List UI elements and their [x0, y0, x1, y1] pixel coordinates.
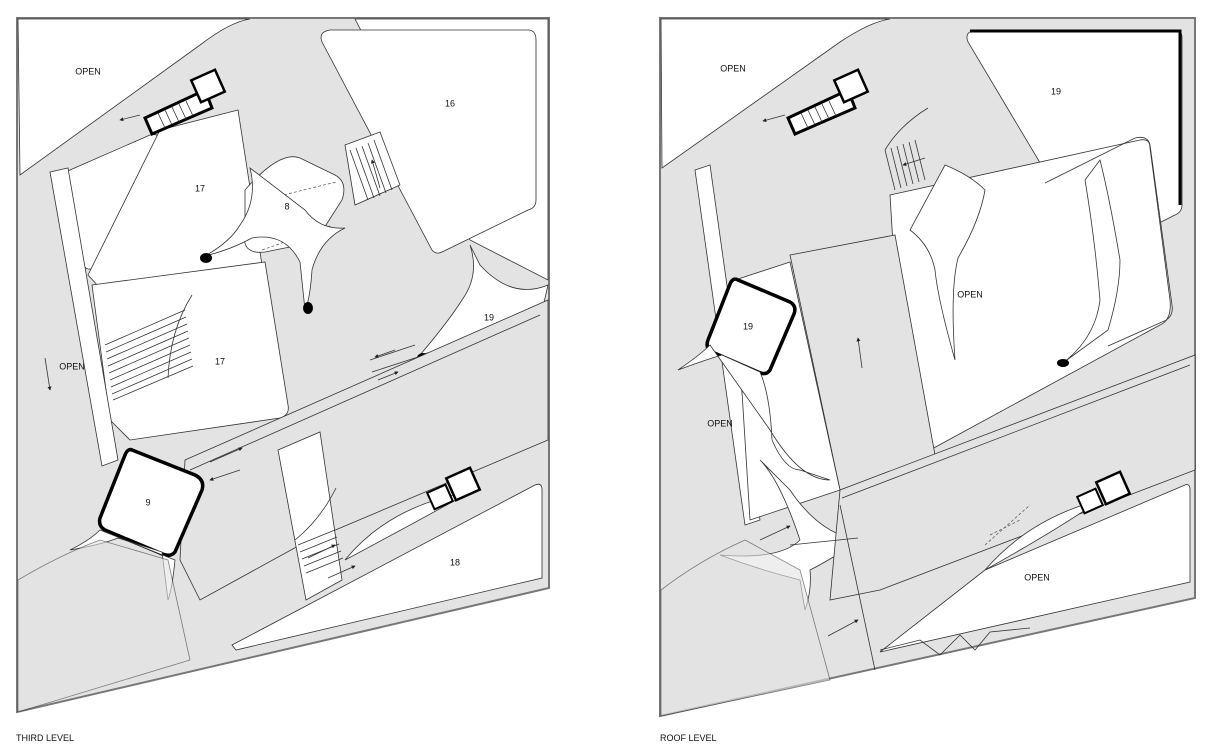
roof-level-stair-core-bottom [1075, 470, 1132, 515]
roof-level-label-open-center: OPEN [957, 289, 983, 299]
third-level-room-18 [231, 483, 543, 651]
roof-level-column-3 [677, 344, 831, 481]
roof-level-column-1 [909, 164, 986, 361]
third-level-label-room-17-bottom: 17 [215, 356, 225, 366]
roof-level-open-area-top-left [660, 18, 891, 169]
roof-level-label-open-left: OPEN [707, 418, 733, 428]
third-level-caption: THIRD LEVEL [16, 733, 74, 743]
roof-level-label-room-19-left: 19 [743, 321, 753, 331]
third-level-plan: OPEN OPEN 16 17 17 8 19 9 18 THIRD LEVEL [16, 17, 550, 743]
third-level-label-room-8: 8 [284, 201, 289, 211]
third-level-label-room-18: 18 [450, 557, 460, 567]
roof-level-label-room-19-top: 19 [1051, 86, 1061, 96]
third-level-corridor-left [49, 167, 119, 467]
third-level-stair-core-top [119, 68, 227, 136]
roof-level-label-open-bottom: OPEN [1024, 572, 1050, 582]
third-level-stair-ramp-left [104, 294, 194, 401]
third-level-label-room-19: 19 [484, 312, 494, 322]
third-level-room-17-bottom [91, 261, 289, 441]
third-level-label-room-9: 9 [145, 497, 150, 507]
third-level-stair-core-bottom [425, 466, 482, 511]
third-level-label-open-top: OPEN [75, 66, 101, 76]
third-level-column-1 [204, 166, 346, 312]
roof-level-stair-core-top [762, 68, 870, 136]
roof-level-open-lower-left [660, 539, 831, 717]
third-level-open-area-top-left [17, 18, 251, 176]
third-level-stair-ramp-top [344, 131, 401, 206]
roof-level-stair-ramp-top [884, 107, 929, 191]
third-level-ramp-arrows-center [209, 344, 419, 481]
roof-level-plan: OPEN 19 OPEN 19 OPEN OPEN ROOF LEVEL [659, 17, 1196, 743]
roof-level-label-open-top: OPEN [720, 63, 746, 73]
third-level-label-open-left: OPEN [59, 361, 85, 371]
third-level-label-room-16: 16 [445, 98, 455, 108]
third-level-label-room-17-top: 17 [195, 183, 205, 193]
third-level-open-lower-left [17, 539, 191, 713]
roof-level-caption: ROOF LEVEL [660, 733, 717, 743]
roof-level-room-19-outline [1044, 136, 1173, 347]
third-level-room-16 [320, 29, 537, 254]
third-level-stair-strip-bottom [277, 431, 356, 601]
roof-level-open-bottom [879, 484, 1191, 653]
